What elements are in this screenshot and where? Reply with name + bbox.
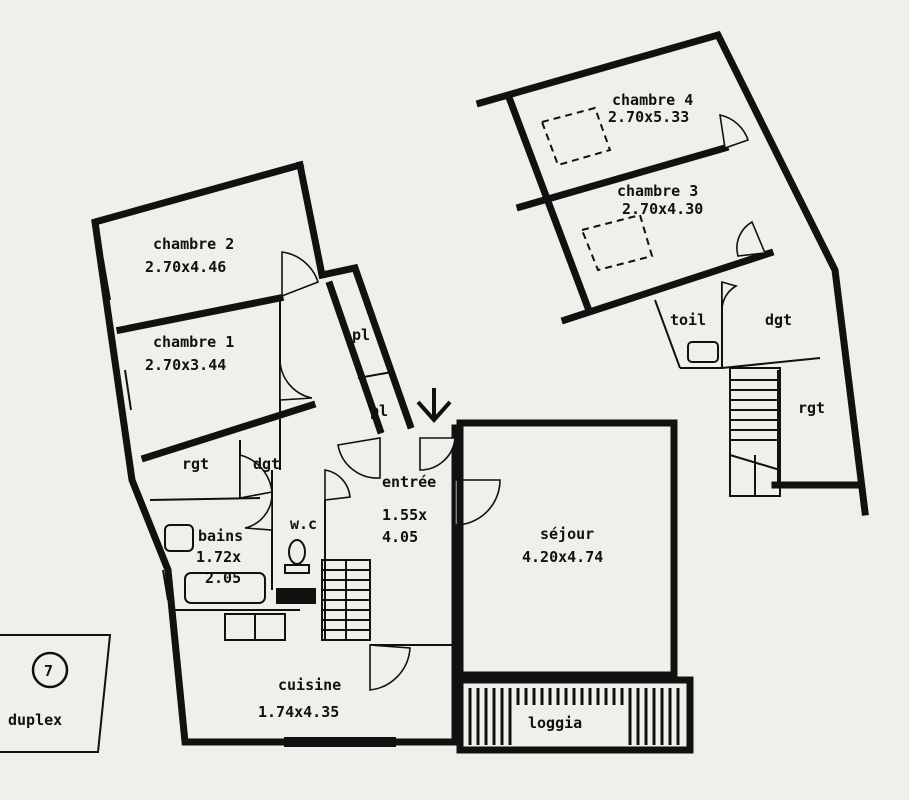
dims-entree-1: 1.55x (382, 506, 427, 524)
door-chambre3 (736, 220, 767, 257)
partition-rgt-bains (149, 497, 261, 501)
door-wc (324, 469, 351, 501)
dims-sejour: 4.20x4.74 (522, 548, 603, 566)
partition-toil-bottom (654, 299, 681, 369)
door-entrance-main (419, 437, 456, 471)
dims-bains-1: 1.72x (196, 548, 241, 566)
window-chambre2 (102, 259, 111, 301)
upper-floor: chambre 4 2.70x5.33 chambre 3 2.70x4.30 … (475, 30, 869, 516)
upper-outer-wall (475, 30, 869, 516)
upper-wall-left (505, 95, 593, 313)
loggia-walls (456, 676, 694, 754)
loggia-railing (468, 688, 680, 745)
sejour-walls (456, 419, 678, 679)
door-chambre1 (279, 359, 313, 401)
washbasin (164, 524, 194, 552)
badge-number: 7 (44, 662, 53, 680)
label-chambre-4: chambre 4 (612, 91, 693, 109)
upper-wall-bottom (560, 248, 775, 325)
dims-chambre-3: 2.70x4.30 (622, 200, 703, 218)
dims-bains-2: 2.05 (205, 569, 241, 587)
label-bains: bains (198, 527, 243, 545)
label-pl-top: pl (352, 326, 370, 344)
door-toil (721, 280, 739, 311)
dims-chambre-1: 2.70x3.44 (145, 356, 226, 374)
label-pl-bottom: pl (370, 402, 388, 420)
dims-entree-2: 4.05 (382, 528, 418, 546)
door-chambre4 (719, 113, 750, 150)
window-chambre1 (124, 369, 132, 411)
window-cuisine (284, 737, 396, 747)
toilet (288, 539, 306, 565)
label-chambre-2: chambre 2 (153, 235, 234, 253)
badge-circle (31, 651, 69, 689)
lower-outer-wall-top-right (295, 160, 327, 280)
skylight-chambre4 (540, 106, 612, 167)
label-cuisine: cuisine (278, 676, 341, 694)
upper-washbasin (687, 341, 719, 363)
arrow-down-icon (416, 388, 452, 424)
door-cuisine (369, 644, 411, 691)
label-toil: toil (670, 311, 706, 329)
label-dgt-upper: dgt (765, 311, 792, 329)
toilet-tank (284, 564, 310, 574)
label-sejour: séjour (540, 525, 594, 543)
door-entrance-left (337, 437, 381, 479)
door-dgt (239, 453, 273, 499)
partition-chambre1-rgt (140, 400, 317, 463)
dims-cuisine: 1.74x4.35 (258, 703, 339, 721)
lower-outer-wall-left (91, 160, 459, 746)
stove (276, 588, 316, 604)
partition-chambre4-chambre3 (515, 143, 730, 212)
dims-chambre-2: 2.70x4.46 (145, 258, 226, 276)
door-bains (244, 494, 273, 531)
dims-chambre-4: 2.70x5.33 (608, 108, 689, 126)
lower-closet-inner-wall (325, 280, 385, 435)
label-entree: entrée (382, 473, 436, 491)
badge-label: duplex (8, 711, 62, 729)
closet-divider (357, 371, 393, 379)
label-chambre-1: chambre 1 (153, 333, 234, 351)
partition-dgt-rgt (721, 357, 821, 369)
stairs-upper (729, 367, 781, 497)
stairs-lower (321, 559, 371, 641)
label-chambre-3: chambre 3 (617, 182, 698, 200)
label-wc: w.c (290, 515, 317, 533)
label-rgt-lower: rgt (182, 455, 209, 473)
label-dgt-lower: dgt (253, 455, 280, 473)
bathtub (184, 572, 266, 604)
skylight-chambre3 (580, 213, 654, 272)
window-bains (162, 569, 169, 601)
loggia-label-backing (515, 708, 627, 738)
door-chambre2 (281, 251, 319, 298)
partition-chambre2-chambre1 (115, 293, 285, 335)
label-loggia: loggia (528, 714, 582, 732)
duplex-badge: 7 duplex (0, 634, 112, 753)
label-rgt-upper: rgt (798, 399, 825, 417)
lower-floor: chambre 2 2.70x4.46 chambre 1 2.70x3.44 … (91, 160, 694, 754)
